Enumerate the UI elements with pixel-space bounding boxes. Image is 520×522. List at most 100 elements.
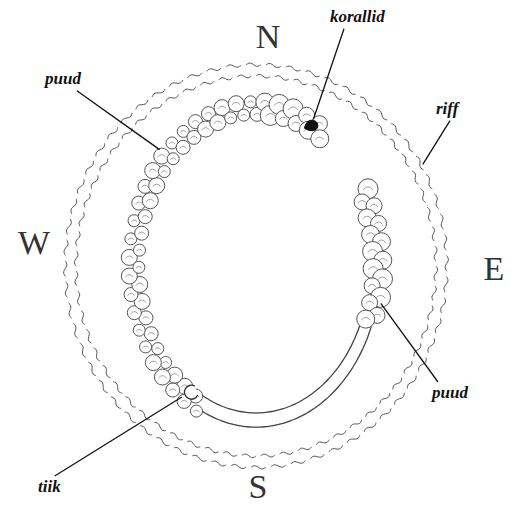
reef-wave [71, 199, 77, 214]
tree-detail [136, 329, 142, 331]
tree-detail [214, 121, 222, 123]
tree-detail [138, 232, 145, 234]
reef-wave [298, 447, 312, 451]
tree-crown [158, 166, 170, 178]
tree-crown [311, 130, 329, 148]
reef-wave [333, 431, 346, 438]
tree-detail [368, 249, 378, 252]
reef-wave [99, 380, 108, 393]
reef-wave [125, 412, 136, 422]
reef-wave [136, 100, 148, 109]
reef-wave [279, 452, 293, 455]
reef-wave [347, 435, 360, 443]
tree-detail [171, 374, 179, 376]
reef-wave [393, 378, 402, 390]
tree-detail [161, 171, 167, 173]
reef-wave [420, 189, 425, 203]
tree-crown [167, 153, 179, 165]
reef-wave [286, 66, 301, 71]
reef-wave [207, 68, 222, 71]
tree-detail [265, 113, 275, 116]
reef-wave [434, 194, 439, 209]
tree-detail [149, 361, 157, 363]
reef-wave [68, 303, 71, 318]
tree-detail [247, 101, 253, 103]
compass-letter: N [256, 18, 281, 55]
reef-wave [416, 156, 424, 170]
reef-wave [445, 255, 448, 271]
tree-crown [135, 226, 149, 240]
reef-wave [187, 441, 200, 447]
compass-letter: S [249, 468, 268, 505]
compass-letter: E [484, 250, 505, 287]
tree-detail [138, 300, 146, 302]
reef-wave [156, 438, 169, 446]
tree-detail [378, 259, 387, 262]
tree-detail [218, 106, 226, 108]
reef-wave [293, 79, 307, 84]
tree-detail [131, 312, 138, 314]
part-label: korallid [330, 8, 385, 27]
reef-wave [242, 454, 256, 458]
tree-detail [149, 169, 157, 171]
reef-wave [261, 454, 275, 457]
tree-crown [142, 193, 158, 209]
reef-wave [103, 365, 111, 377]
tree-detail [131, 220, 137, 222]
tree-detail [315, 137, 324, 140]
tree-detail [274, 102, 284, 105]
reef-wave [108, 127, 118, 139]
reef-wave [96, 143, 105, 156]
tree-detail [232, 102, 240, 104]
reef-wave [78, 291, 80, 306]
tree-detail [143, 346, 149, 348]
reef-wave [435, 318, 441, 333]
tree-detail [376, 295, 386, 298]
reef-wave [316, 440, 329, 446]
tree-detail [146, 199, 154, 201]
reef-wave [366, 407, 377, 417]
tree-detail [148, 333, 155, 335]
tree-detail [192, 120, 199, 122]
reef-wave [80, 343, 86, 357]
tree-detail [142, 216, 149, 218]
reef-wave [404, 361, 412, 374]
tree-detail [254, 113, 261, 115]
tree-crown [149, 178, 165, 194]
reef-wave [376, 125, 386, 135]
tree-detail [153, 184, 161, 186]
reef-wave [170, 433, 183, 440]
tree-crown [144, 327, 158, 341]
leader-line [381, 303, 438, 382]
reef-wave [444, 234, 447, 250]
reef-wave [256, 74, 270, 78]
reef-wave [91, 175, 98, 188]
reef-wave [434, 266, 438, 281]
tree-detail [366, 233, 375, 236]
part-label: puud [432, 384, 468, 403]
reef-wave [75, 271, 78, 286]
tree-detail [128, 293, 135, 295]
reef-wave [219, 78, 233, 81]
tree-crown [140, 341, 152, 353]
reef-wave [271, 465, 286, 467]
tree-detail [260, 100, 269, 103]
tree-crown [154, 369, 170, 385]
tree-crown [190, 405, 202, 417]
compass-letter: W [18, 224, 50, 261]
leader-line [77, 91, 160, 150]
reef-wave [205, 447, 219, 452]
tree-crown [152, 343, 164, 355]
tree-detail [375, 222, 383, 224]
reef-wave [88, 362, 96, 376]
tree-detail [158, 155, 166, 157]
reef-wave [94, 348, 101, 361]
reef-wave [380, 408, 391, 419]
reef-wave [64, 261, 67, 277]
reef-wave [428, 306, 433, 320]
tree-detail [193, 410, 199, 412]
tree-detail [180, 131, 186, 133]
reef-wave [154, 423, 166, 431]
pond [184, 385, 197, 399]
